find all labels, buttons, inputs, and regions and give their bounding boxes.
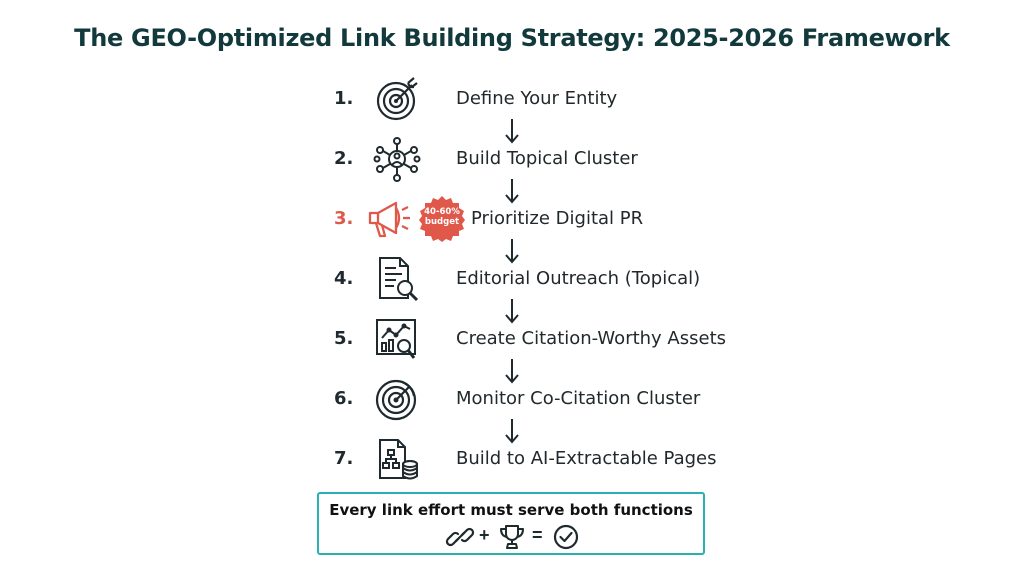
step-label: Monitor Co-Citation Cluster xyxy=(456,388,701,409)
radar-target-icon xyxy=(375,379,417,421)
document-search-icon xyxy=(379,257,419,302)
down-arrow-icon xyxy=(505,299,519,324)
sitemap-database-icon xyxy=(379,439,418,480)
down-arrow-icon xyxy=(505,179,519,204)
step-1: 1. Define Your Entity xyxy=(0,74,1024,124)
down-arrow-icon xyxy=(505,419,519,444)
step-2: 2. Build Topical Cluster xyxy=(0,134,1024,184)
plus-sign: + xyxy=(479,525,490,545)
budget-badge-icon xyxy=(419,196,465,242)
down-arrow-icon xyxy=(505,239,519,264)
equals-sign: = xyxy=(532,525,543,545)
step-number: 5. xyxy=(334,328,354,349)
link-icon xyxy=(445,527,475,547)
step-number: 4. xyxy=(334,268,354,289)
target-icon xyxy=(376,77,418,121)
trophy-icon xyxy=(500,525,524,549)
down-arrow-icon xyxy=(505,119,519,144)
equation: + = xyxy=(319,524,703,550)
step-3: 3. 40-60% budget Prioritize Digital PR xyxy=(0,194,1024,244)
step-number: 7. xyxy=(334,448,354,469)
step-label: Build Topical Cluster xyxy=(456,148,638,169)
step-4: 4. Editorial Outreach (Topical) xyxy=(0,254,1024,304)
chart-search-icon xyxy=(376,319,416,359)
megaphone-icon xyxy=(368,201,410,238)
step-5: 5. Create Citation-Worthy Assets xyxy=(0,314,1024,364)
check-circle-icon xyxy=(553,524,579,550)
step-label: Build to AI-Extractable Pages xyxy=(456,448,717,469)
step-number: 1. xyxy=(334,88,354,109)
step-label: Editorial Outreach (Topical) xyxy=(456,268,701,289)
step-number: 2. xyxy=(334,148,354,169)
step-6: 6. Monitor Co-Citation Cluster xyxy=(0,374,1024,424)
step-label: Create Citation-Worthy Assets xyxy=(456,328,727,349)
step-label: Prioritize Digital PR xyxy=(471,208,644,229)
summary-box: Every link effort must serve both functi… xyxy=(317,492,705,555)
page-title: The GEO-Optimized Link Building Strategy… xyxy=(74,24,950,52)
down-arrow-icon xyxy=(505,359,519,384)
step-number: 3. xyxy=(334,208,354,229)
step-label: Define Your Entity xyxy=(456,88,618,109)
budget-badge: 40-60% budget xyxy=(418,207,466,227)
step-number: 6. xyxy=(334,388,354,409)
step-7: 7. Build to AI-Extractable Pages xyxy=(0,434,1024,484)
summary-text: Every link effort must serve both functi… xyxy=(329,501,693,519)
network-icon xyxy=(373,137,421,182)
badge-line-2: budget xyxy=(424,217,460,227)
badge-line-1: 40-60% xyxy=(424,207,460,217)
